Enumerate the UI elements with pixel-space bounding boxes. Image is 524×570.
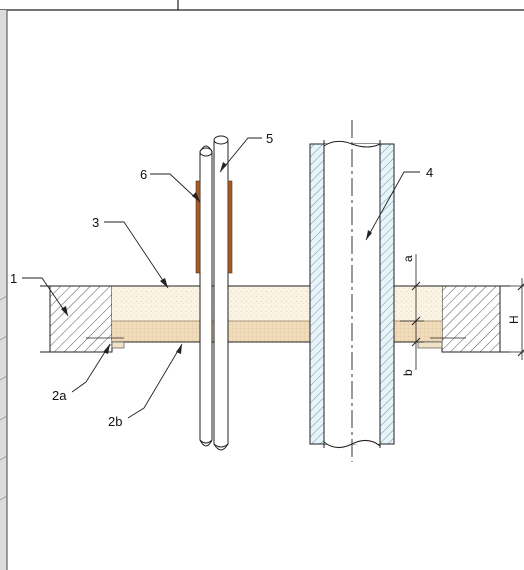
thin-pipes <box>199 135 229 451</box>
wall-right <box>441 285 510 353</box>
label-6: 6 <box>140 167 147 182</box>
label-2b: 2b <box>108 414 122 429</box>
large-pipe <box>309 120 395 462</box>
dimension-label-a: a <box>401 255 415 262</box>
sleeve-bands <box>195 180 233 274</box>
edge-seal-right <box>417 337 466 349</box>
left-side-strip <box>0 10 7 570</box>
dimension-marks <box>400 254 524 370</box>
dimension-label-h: H <box>507 315 521 324</box>
dimension-label-b: b <box>401 369 415 376</box>
wall-left <box>40 285 113 353</box>
leader-arrows <box>61 162 372 354</box>
label-3: 3 <box>92 215 99 230</box>
label-4: 4 <box>426 165 433 180</box>
leader-lines <box>22 137 420 419</box>
edge-seal-left <box>86 337 125 349</box>
label-2a: 2a <box>52 388 67 403</box>
label-5: 5 <box>266 131 273 146</box>
label-1: 1 <box>10 271 17 286</box>
